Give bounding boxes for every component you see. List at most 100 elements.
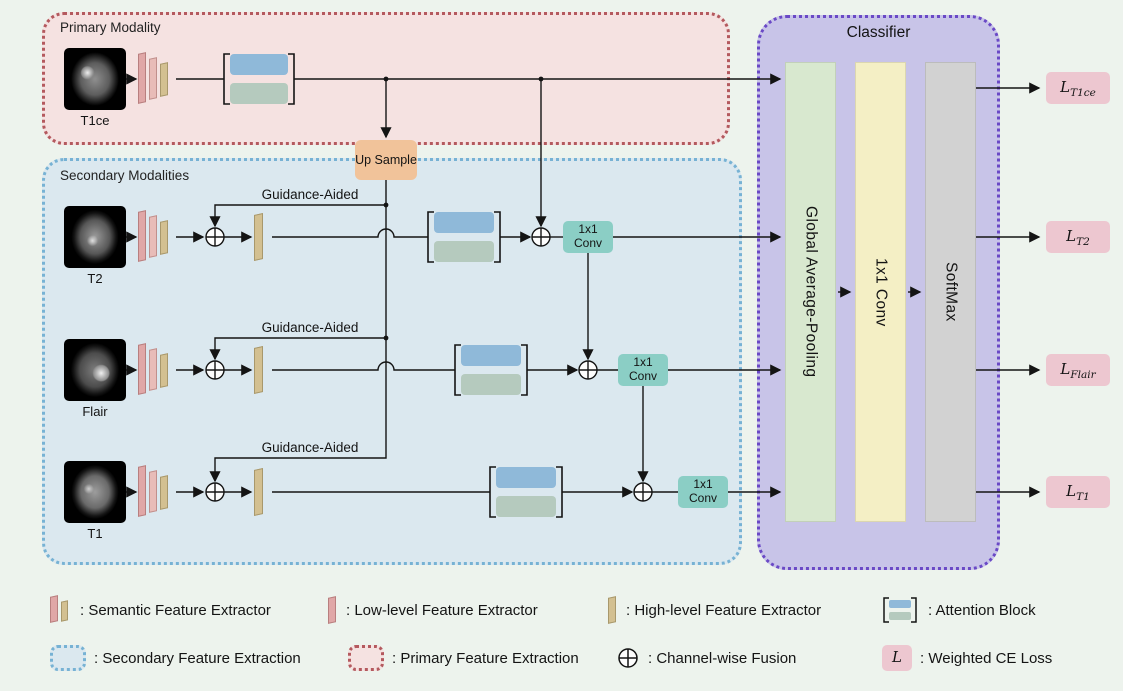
extractor-slab-icon xyxy=(149,57,157,100)
fusion-nodes xyxy=(205,227,653,502)
extractor-slab-icon xyxy=(160,220,168,255)
attention-block-green xyxy=(461,374,521,395)
attention-block-green xyxy=(230,83,288,104)
loss-t1ce-box: LT1ce xyxy=(1046,72,1110,104)
channel-wise-fusion-icon xyxy=(205,482,225,502)
extractor-slab-icon xyxy=(160,475,168,510)
legend-label: : Weighted CE Loss xyxy=(920,649,1053,667)
semantic-feature-extractor-icon xyxy=(138,342,170,398)
attention-block-blue xyxy=(230,54,288,75)
junction-dot xyxy=(383,76,389,82)
extractor-slab-icon xyxy=(149,470,157,513)
attention-block-blue xyxy=(461,345,521,366)
channel-wise-fusion-icon xyxy=(578,360,598,380)
attention-bracket xyxy=(494,211,501,263)
t1-mri-image xyxy=(64,461,126,523)
loss-t1-box: LT1 xyxy=(1046,476,1110,508)
wires xyxy=(126,73,1041,498)
channel-wise-fusion-icon xyxy=(633,482,653,502)
low-level-feature-extractor-icon xyxy=(326,594,338,626)
legend-primary-feature-extraction: : Primary Feature Extraction xyxy=(348,640,579,676)
guidance-wire xyxy=(209,337,386,361)
attention-bracket xyxy=(489,466,496,518)
loss-subscript: T1ce xyxy=(1070,87,1096,99)
extractor-slab-icon xyxy=(138,210,146,262)
semantic-feature-extractor-icon xyxy=(138,209,170,265)
legend-channel-wise-fusion: : Channel-wise Fusion xyxy=(616,640,796,676)
extractor-slab-icon xyxy=(608,596,616,624)
loss-flair-box: LFlair xyxy=(1046,354,1110,386)
junction-dot xyxy=(538,76,544,82)
junction-dot xyxy=(383,202,389,208)
flair-image-label: Flair xyxy=(82,404,108,419)
legend-label: : Attention Block xyxy=(928,601,1036,619)
conv-1x1-box: 1x1 Conv xyxy=(618,354,668,386)
attention-bracket xyxy=(521,344,528,396)
loss-symbol: L xyxy=(1060,360,1071,378)
attention-block-icon xyxy=(883,597,917,623)
conv-1x1-bar: 1x1 Conv xyxy=(855,62,906,522)
junction-dots xyxy=(383,76,544,341)
legend-attention-block: : Attention Block xyxy=(880,592,1036,628)
extractor-slab-icon xyxy=(61,600,68,622)
loss-subscript: Flair xyxy=(1070,369,1096,381)
legend-secondary-feature-extraction: : Secondary Feature Extraction xyxy=(50,640,301,676)
loss-subscript: T1 xyxy=(1076,491,1090,503)
legend-label: : High-level Feature Extractor xyxy=(626,601,822,619)
attention-block-green xyxy=(496,496,556,517)
t1ce-image-label: T1ce xyxy=(80,113,110,128)
attention-bracket xyxy=(427,211,434,263)
global-average-pooling-label: Global Average-Pooling xyxy=(802,206,820,378)
semantic-feature-extractor-icon xyxy=(138,464,170,520)
t1ce-mri-image xyxy=(64,48,126,110)
extractor-slab-icon xyxy=(138,343,146,395)
primary-feature-extraction-icon xyxy=(348,645,384,671)
legend-label: : Semantic Feature Extractor xyxy=(80,601,271,619)
extractor-slab-icon xyxy=(328,596,336,624)
up-sample-box: Up Sample xyxy=(355,140,417,180)
legend-low-level-feature-extractor: : Low-level Feature Extractor xyxy=(326,592,538,628)
guidance-wire xyxy=(209,204,386,228)
channel-wise-fusion-icon xyxy=(205,360,225,380)
loss-symbol: L xyxy=(1066,227,1077,245)
attention-block-blue xyxy=(496,467,556,488)
extractor-slab-icon xyxy=(160,62,168,97)
loss-t2-box: LT2 xyxy=(1046,221,1110,253)
conv-1x1-label: 1x1 Conv xyxy=(573,222,602,250)
conv-1x1-label: 1x1 Conv xyxy=(628,355,657,383)
wire-jump xyxy=(272,361,455,371)
softmax-label: SoftMax xyxy=(942,262,960,322)
loss-symbol: L xyxy=(1066,482,1077,500)
semantic-feature-extractor-icon xyxy=(50,594,72,626)
attention-brackets xyxy=(223,53,563,518)
extractor-slab-icon xyxy=(138,52,146,104)
guidance-aided-label: Guidance-Aided xyxy=(261,320,359,335)
high-level-feature-extractor-icon xyxy=(606,594,618,626)
channel-wise-fusion-icon xyxy=(531,227,551,247)
extractor-slab-icon xyxy=(138,465,146,517)
legend-label: : Secondary Feature Extraction xyxy=(94,649,301,667)
secondary-modalities-title: Secondary Modalities xyxy=(60,168,190,183)
junction-dot xyxy=(383,335,389,341)
legend-label: : Low-level Feature Extractor xyxy=(346,601,538,619)
semantic-feature-extractor-icon xyxy=(138,51,170,107)
attention-bracket xyxy=(288,53,295,105)
loss-symbol: L xyxy=(1060,78,1071,96)
conv-1x1-box: 1x1 Conv xyxy=(563,221,613,253)
guidance-trunk-wire xyxy=(209,180,387,483)
wire-jump xyxy=(272,228,428,238)
conv-1x1-bar-label: 1x1 Conv xyxy=(872,257,890,327)
channel-wise-fusion-icon xyxy=(618,648,638,668)
legend-label: : Channel-wise Fusion xyxy=(648,649,797,667)
high-level-feature-extractor-icon xyxy=(254,468,263,516)
t2-image-label: T2 xyxy=(87,271,103,286)
t2-mri-image xyxy=(64,206,126,268)
conv-1x1-box: 1x1 Conv xyxy=(678,476,728,508)
legend-label: : Primary Feature Extraction xyxy=(392,649,579,667)
secondary-feature-extraction-icon xyxy=(50,645,86,671)
primary-modality-title: Primary Modality xyxy=(60,20,161,35)
loss-subscript: T2 xyxy=(1076,236,1090,248)
conv-1x1-label: 1x1 Conv xyxy=(688,477,717,505)
